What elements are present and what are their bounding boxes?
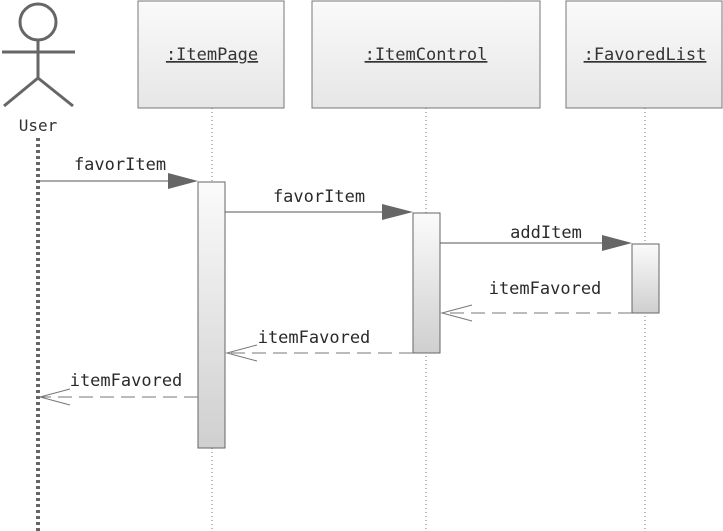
lifeline-label-favoredlist: :FavoredList bbox=[584, 45, 707, 65]
arrowhead-filled-icon bbox=[602, 235, 632, 251]
actor-left-leg bbox=[3, 76, 39, 108]
actor-head bbox=[18, 2, 58, 42]
lifeline-itempage: :ItemPage bbox=[137, 0, 285, 531]
arrowhead-open-icon bbox=[225, 344, 258, 362]
message-label: addItem bbox=[510, 223, 582, 243]
message-itemfavored-2: itemFavored bbox=[225, 328, 413, 362]
activation-favoredlist bbox=[631, 243, 660, 314]
message-favoritem-1: favorItem bbox=[38, 155, 198, 189]
lifeline-box-favoredlist bbox=[565, 0, 723, 109]
message-itemfavored-3: itemFavored bbox=[38, 371, 198, 406]
activation-itempage bbox=[197, 181, 226, 449]
arrowhead-open-icon bbox=[440, 304, 473, 322]
activation-itemcontrol bbox=[412, 212, 441, 354]
message-label: favorItem bbox=[74, 155, 166, 175]
actor-label: User bbox=[19, 116, 58, 135]
message-label: itemFavored bbox=[489, 279, 602, 299]
lifeline-favoredlist: :FavoredList bbox=[565, 0, 723, 531]
message-label: itemFavored bbox=[258, 328, 371, 348]
actor-right-leg bbox=[37, 76, 74, 108]
message-label: itemFavored bbox=[70, 371, 183, 391]
lifeline-label-itempage: :ItemPage bbox=[166, 45, 258, 65]
lifeline-itemcontrol: :ItemControl bbox=[311, 0, 541, 531]
message-label: favorItem bbox=[273, 187, 365, 207]
lifeline-label-itemcontrol: :ItemControl bbox=[365, 45, 488, 65]
user-actor: User bbox=[2, 2, 75, 135]
lifeline-box-itempage bbox=[137, 0, 285, 109]
arrowhead-filled-icon bbox=[382, 204, 413, 220]
message-additem: addItem bbox=[440, 223, 632, 251]
arrowhead-filled-icon bbox=[168, 173, 198, 189]
message-favoritem-2: favorItem bbox=[225, 187, 413, 220]
message-itemfavored-1: itemFavored bbox=[440, 279, 632, 322]
arrowhead-open-icon bbox=[38, 388, 71, 406]
